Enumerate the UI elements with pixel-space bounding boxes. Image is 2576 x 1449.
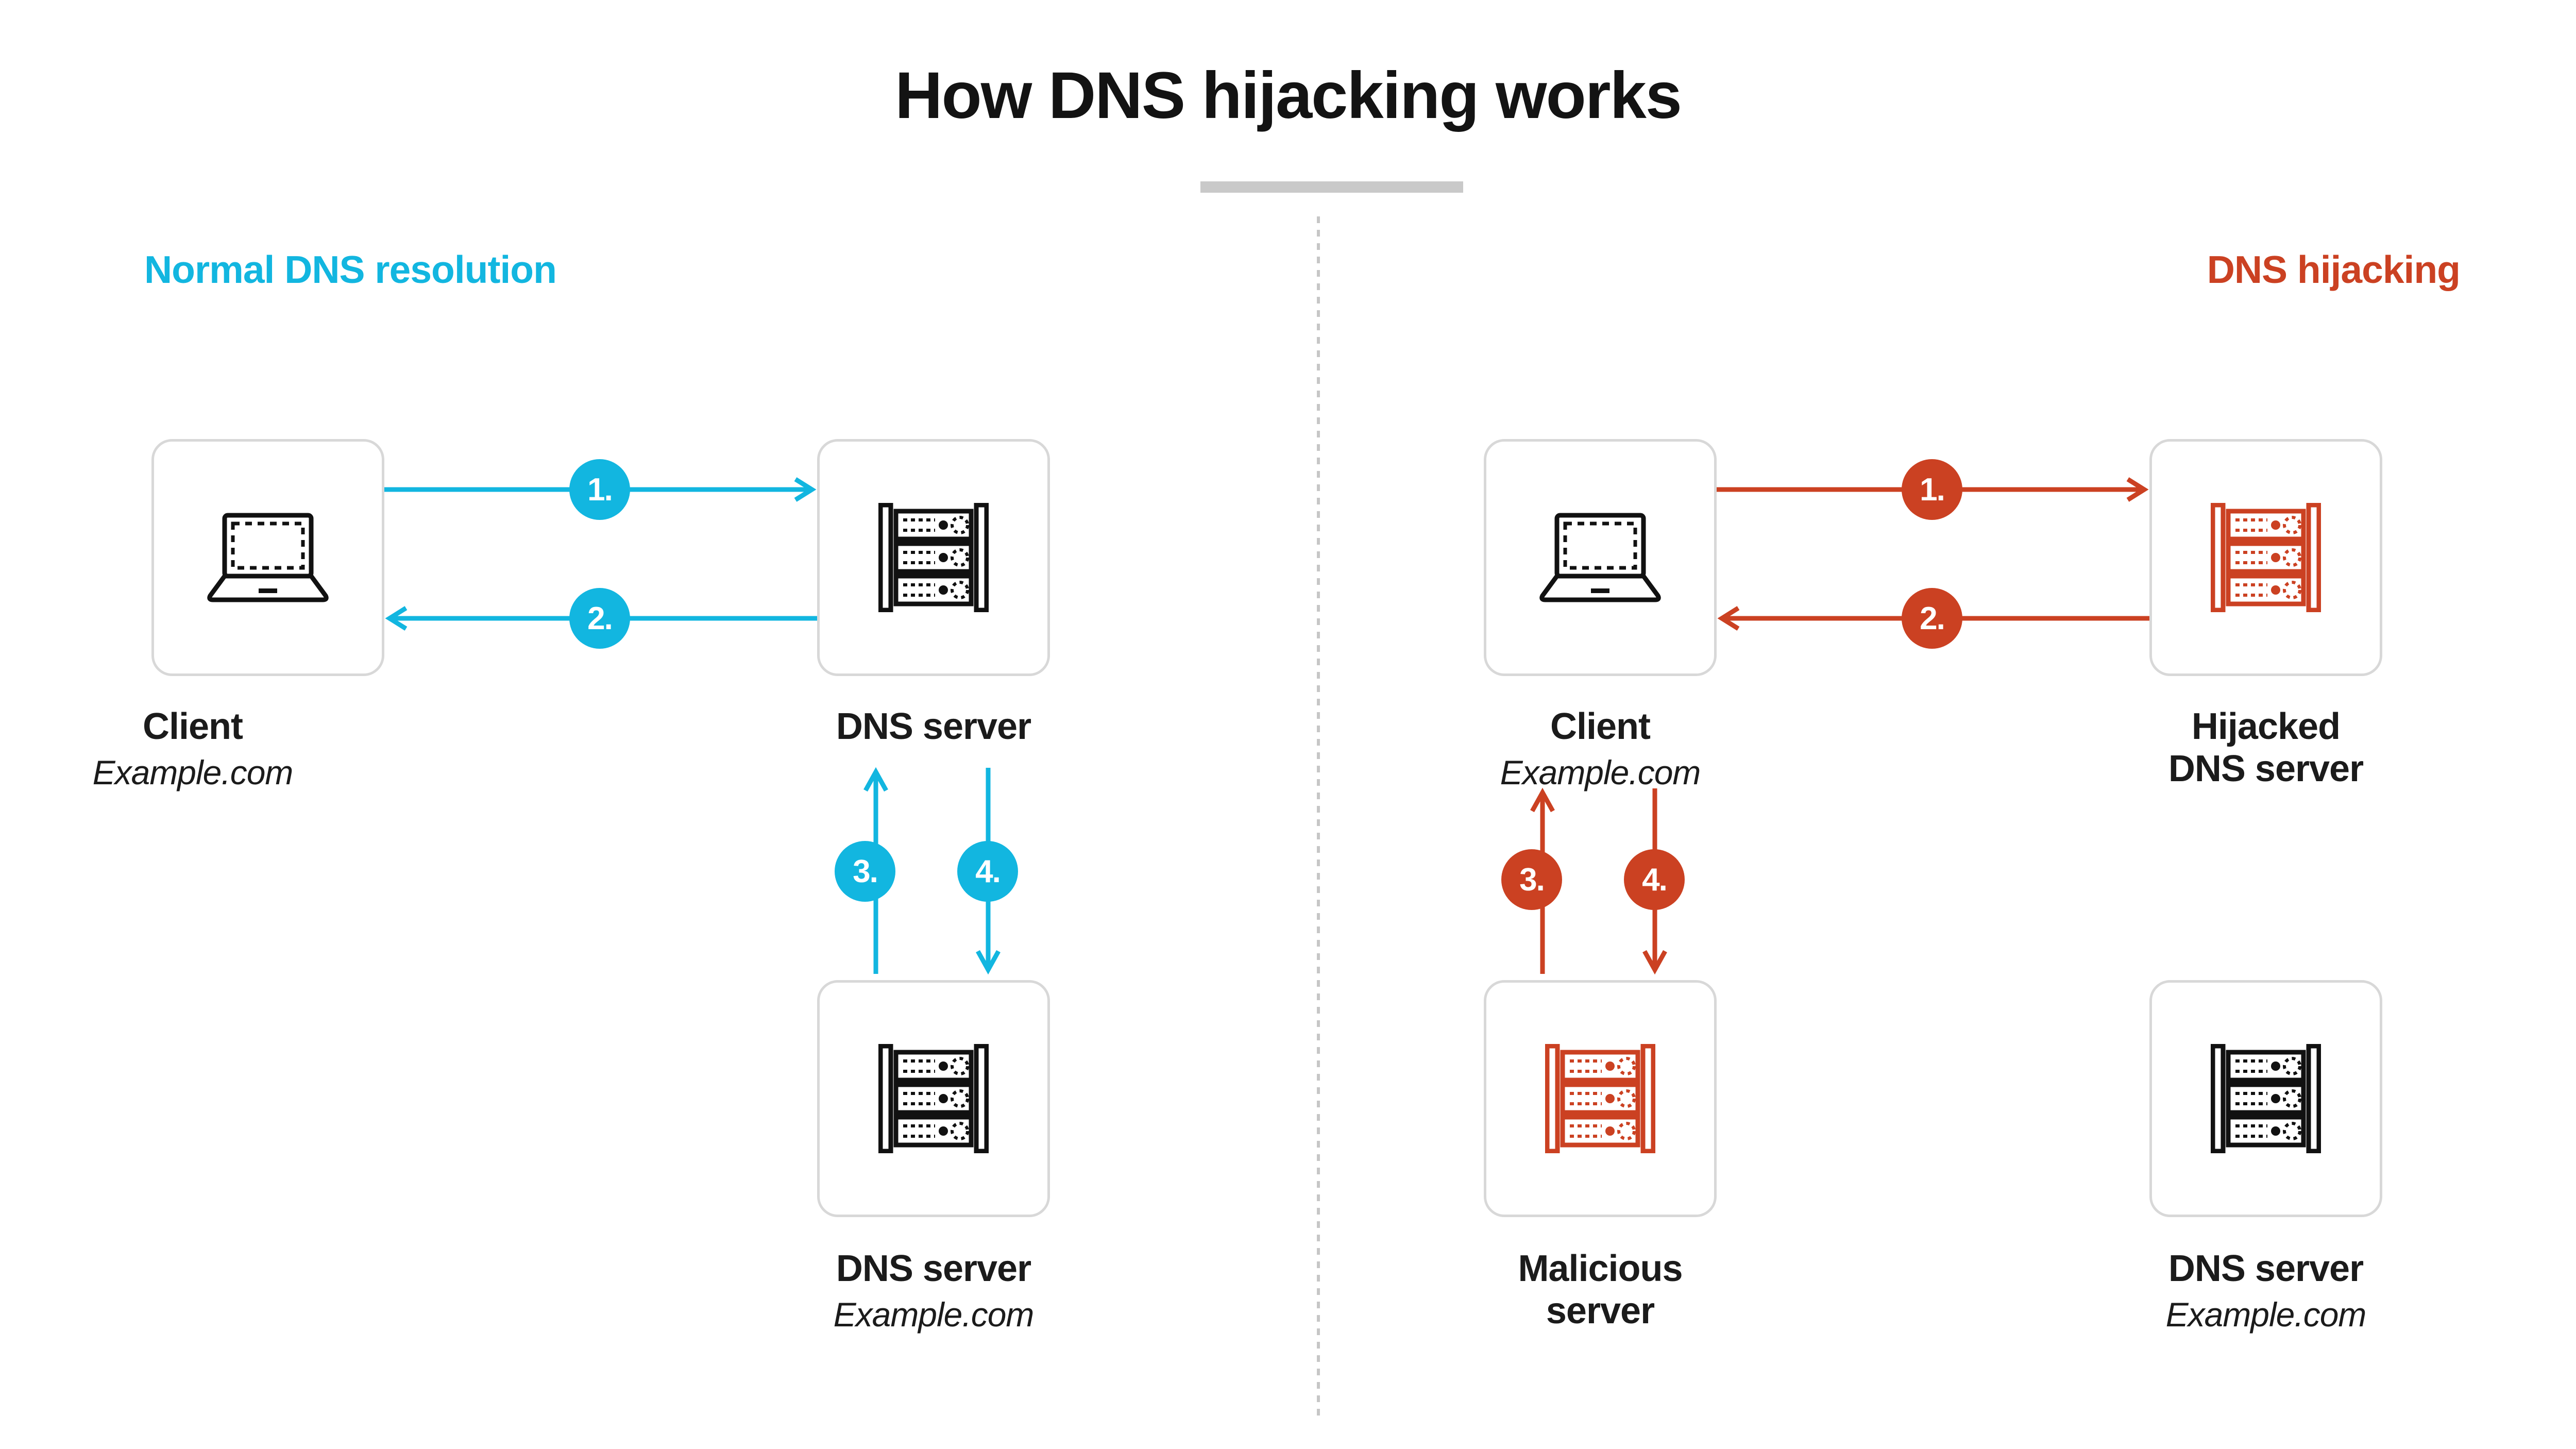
node-label-dns-server-bottom: DNS server	[836, 1248, 1031, 1289]
node-label-client-right: Client	[1550, 706, 1651, 747]
section-heading-hijacking: DNS hijacking	[2207, 248, 2461, 291]
node-label-hijacked-line1: Hijacked	[2191, 706, 2341, 747]
node-sub-client-left: Example.com	[92, 753, 294, 791]
node-label-malicious-line1: Malicious	[1518, 1248, 1683, 1289]
step-badge-left-4: 4.	[957, 841, 1018, 902]
node-box-malicious-server	[1484, 980, 1717, 1217]
title-divider-rule	[1200, 181, 1463, 193]
step-badge-left-1: 1.	[569, 459, 630, 520]
node-box-dns-server-right	[2149, 980, 2382, 1217]
step-badge-left-3: 3.	[835, 841, 895, 902]
step-badge-left-2: 2.	[569, 588, 630, 649]
laptop-icon	[206, 512, 330, 603]
node-label-dns-server-top: DNS server	[836, 706, 1031, 747]
node-label-malicious-line2: server	[1546, 1290, 1655, 1332]
laptop-icon	[1538, 512, 1662, 603]
step-badge-right-2: 2.	[1902, 588, 1962, 649]
server-rack-icon	[1545, 1044, 1655, 1153]
step-badge-right-1: 1.	[1902, 459, 1962, 520]
node-box-client-right	[1484, 439, 1717, 676]
page-title: How DNS hijacking works	[895, 59, 1682, 132]
step-badge-right-3: 3.	[1501, 849, 1562, 910]
node-box-dns-server-top	[817, 439, 1050, 676]
section-heading-normal: Normal DNS resolution	[144, 248, 557, 291]
server-rack-icon	[2211, 1044, 2321, 1153]
server-rack-icon	[2211, 503, 2321, 612]
server-rack-icon	[878, 1044, 989, 1153]
server-rack-icon	[878, 503, 989, 612]
panel-divider	[1317, 216, 1320, 1417]
node-label-hijacked-line2: DNS server	[2168, 748, 2364, 789]
node-box-dns-server-bottom	[817, 980, 1050, 1217]
node-label-client-left: Client	[142, 706, 243, 747]
node-sub-client-right: Example.com	[1500, 753, 1701, 791]
step-badge-right-4: 4.	[1624, 849, 1685, 910]
node-box-client-left	[151, 439, 384, 676]
node-box-hijacked-dns-server	[2149, 439, 2382, 676]
node-sub-dns-server-right: Example.com	[2165, 1295, 2367, 1334]
node-label-dns-server-right: DNS server	[2168, 1248, 2364, 1289]
node-sub-dns-server-bottom: Example.com	[833, 1295, 1035, 1334]
